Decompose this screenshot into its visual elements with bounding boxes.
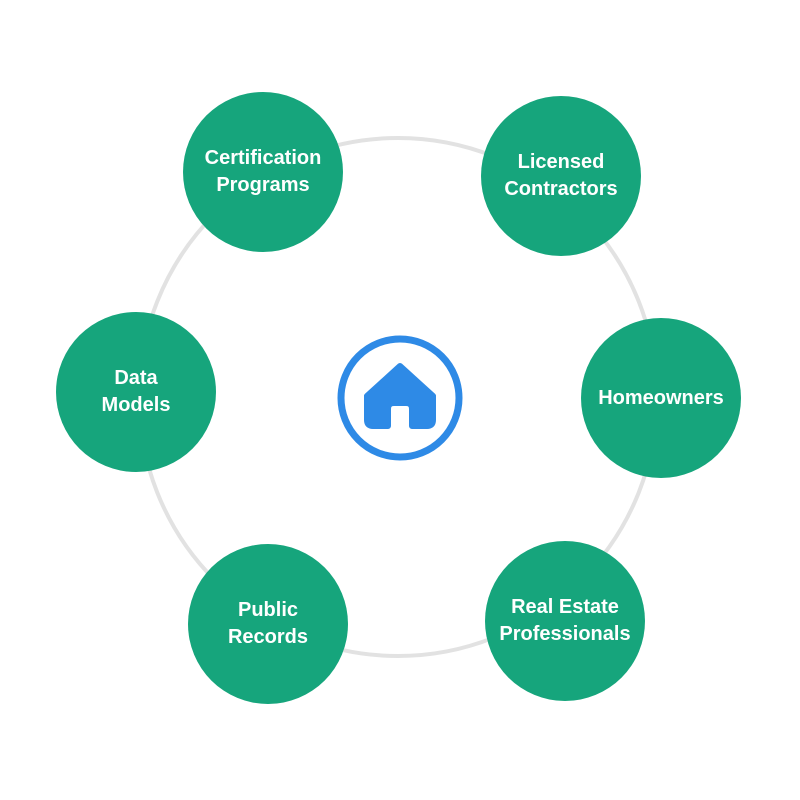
- node-data-models: Data Models: [56, 312, 216, 472]
- node-label: Certification Programs: [204, 147, 322, 196]
- node-label: Data Models: [101, 367, 171, 416]
- node-label: Public Records: [227, 599, 309, 648]
- node-real-estate-professionals: Real Estate Professionals: [485, 541, 645, 701]
- node-licensed-contractors: Licensed Contractors: [481, 96, 641, 256]
- node-certification-programs: Certification Programs: [183, 92, 343, 252]
- node-label: Homeowners: [598, 386, 724, 409]
- node-homeowners: Homeowners: [581, 318, 741, 478]
- home-icon: [337, 335, 463, 461]
- center-hub: [335, 333, 465, 463]
- node-label: Real Estate Professionals: [499, 596, 631, 645]
- node-public-records: Public Records: [188, 544, 348, 704]
- node-label: Licensed Contractors: [504, 151, 618, 200]
